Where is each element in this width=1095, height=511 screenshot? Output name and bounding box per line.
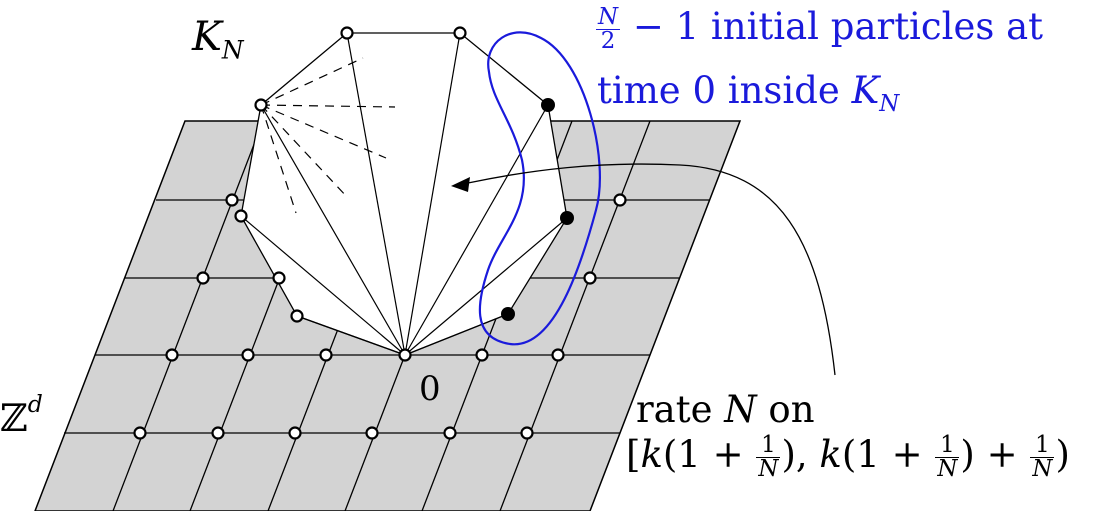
- dashed-fan: [260, 57, 396, 214]
- origin-label: 0: [419, 369, 441, 409]
- kn-label: KN: [192, 14, 244, 65]
- lattice-sites: [133, 193, 627, 440]
- pointer-curve: [467, 163, 836, 376]
- particles-annotation-line2: time 0 inside KN: [597, 69, 900, 118]
- arrow-head: [451, 177, 470, 192]
- zd-label: ℤd: [0, 390, 43, 440]
- particles-loop: [478, 31, 601, 346]
- fan-lines: [240, 32, 568, 356]
- open-vertices: [234, 26, 467, 362]
- initial-particles: [501, 98, 574, 321]
- rate-annotation-line1: rate N on: [636, 388, 815, 431]
